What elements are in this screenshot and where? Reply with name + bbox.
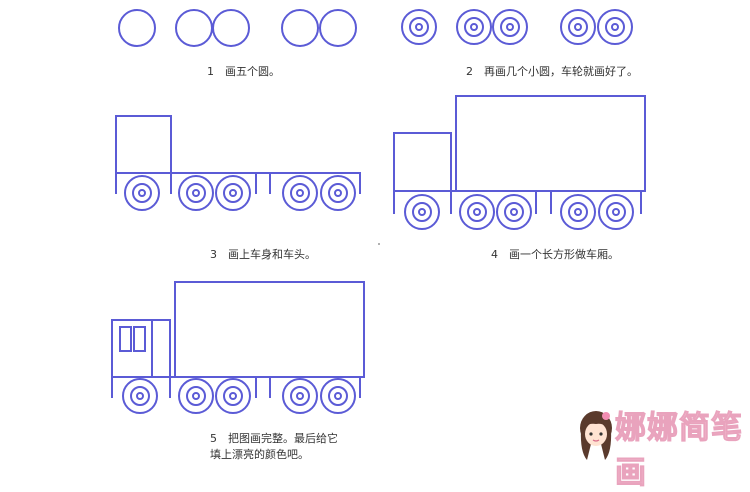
step2-wheel xyxy=(456,9,492,45)
step2-wheel xyxy=(401,9,437,45)
step4-wheel xyxy=(496,194,532,230)
step-text: 画一个长方形做车厢。 xyxy=(509,248,619,261)
step2-wheels xyxy=(401,9,633,45)
step4-wheel xyxy=(598,194,634,230)
step4-wheel xyxy=(560,194,596,230)
step1-wheel xyxy=(118,9,156,47)
watermark-text: 娜娜简笔画 xyxy=(615,410,743,492)
step5-wheel xyxy=(215,378,251,414)
tutorial-drawing xyxy=(111,9,646,414)
step5-cab-window xyxy=(119,326,132,352)
step4-wheel xyxy=(404,194,440,230)
step5-caption: 5 把图画完整。最后给它 填上漂亮的颜色吧。 xyxy=(210,431,360,463)
step1-caption: 1 画五个圆。 xyxy=(207,64,280,80)
step-text: 把图画完整。最后给它 xyxy=(228,432,338,445)
step4-cargo-box xyxy=(455,95,646,192)
step1-wheel xyxy=(212,9,250,47)
step-number: 2 xyxy=(466,65,473,78)
step1-wheel xyxy=(175,9,213,47)
step5-wheel xyxy=(178,378,214,414)
step5-cab-and-chassis xyxy=(111,319,361,398)
step3-cab-and-chassis xyxy=(115,115,361,194)
step2-wheel xyxy=(492,9,528,45)
step-number: 1 xyxy=(207,65,214,78)
step5-wheel xyxy=(122,378,158,414)
stray-dot xyxy=(378,243,380,245)
step1-wheel xyxy=(319,9,357,47)
step-number: 5 xyxy=(210,432,217,445)
step-text: 画上车身和车头。 xyxy=(228,248,316,261)
step-number: 4 xyxy=(491,248,498,261)
step3-wheel xyxy=(320,175,356,211)
step5-truck xyxy=(111,281,365,414)
step4-caption: 4 画一个长方形做车厢。 xyxy=(491,247,619,263)
step3-wheel xyxy=(178,175,214,211)
step4-cab-and-chassis xyxy=(393,132,642,214)
step-number: 3 xyxy=(210,248,217,261)
step-text: 再画几个小圆，车轮就画好了。 xyxy=(484,65,638,78)
step2-caption: 2 再画几个小圆，车轮就画好了。 xyxy=(466,64,638,80)
step1-circles xyxy=(118,9,357,47)
watermark-logo: 娜娜简笔画 xyxy=(575,400,750,492)
step2-wheel xyxy=(560,9,596,45)
step5-wheel xyxy=(320,378,356,414)
step5-cargo-box xyxy=(174,281,365,378)
girl-face-icon xyxy=(580,411,612,460)
step1-wheel xyxy=(281,9,319,47)
step5-cab-window xyxy=(133,326,146,352)
step3-wheel xyxy=(124,175,160,211)
step3-wheel xyxy=(282,175,318,211)
step2-wheel xyxy=(597,9,633,45)
step3-caption: 3 画上车身和车头。 xyxy=(210,247,316,263)
step-text: 画五个圆。 xyxy=(225,65,280,78)
step-text-line2: 填上漂亮的颜色吧。 xyxy=(210,448,309,461)
step3-truck xyxy=(115,115,361,211)
step5-wheel xyxy=(282,378,318,414)
step4-wheel xyxy=(459,194,495,230)
step3-wheel xyxy=(215,175,251,211)
step4-truck xyxy=(393,95,646,230)
